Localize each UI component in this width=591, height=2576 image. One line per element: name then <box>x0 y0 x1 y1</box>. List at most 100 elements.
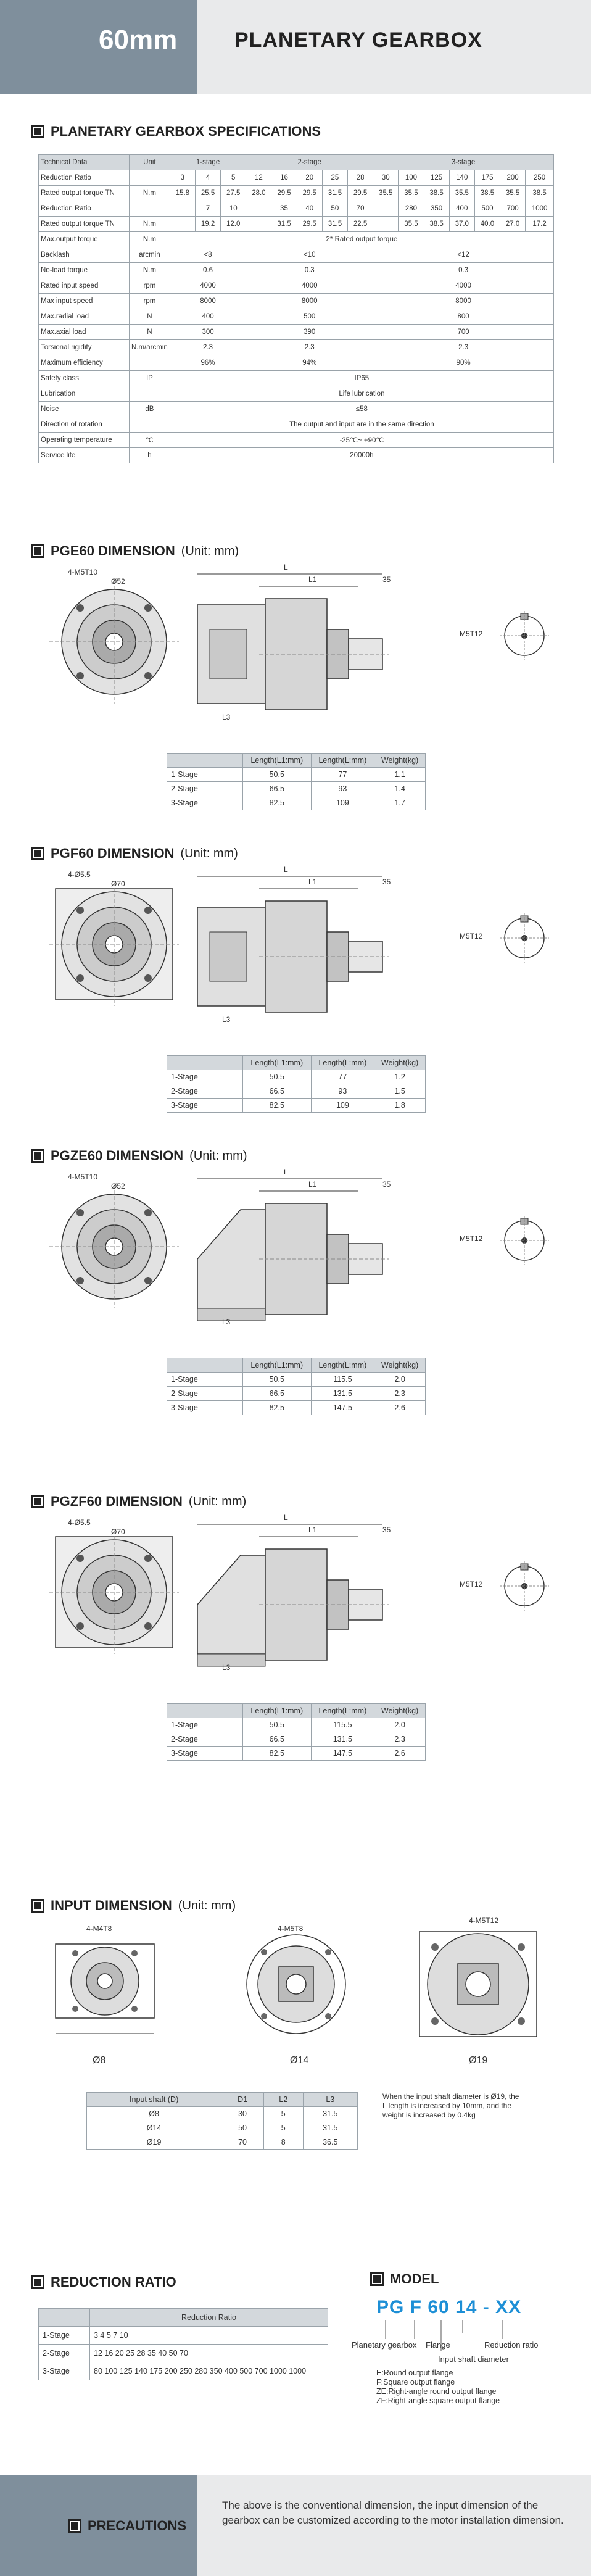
section-square-icon <box>31 1149 44 1163</box>
section-square-icon <box>31 1899 44 1913</box>
spec-section-title: PLANETARY GEARBOX SPECIFICATIONS <box>31 123 321 139</box>
footer-text-band <box>197 2475 591 2576</box>
model-label-shaft: Input shaft diameter <box>438 2354 509 2364</box>
model-option: ZE:Right-angle round output flange <box>376 2387 497 2396</box>
dimension-label: Ø52 <box>111 577 125 586</box>
footer-text: The above is the conventional dimension,… <box>222 2499 564 2526</box>
dimension-table-header: Length(L1:mm)Length(L:mm)Weight(kg) <box>167 1055 426 1070</box>
footer-band <box>0 2475 197 2576</box>
header-title-band <box>197 0 591 94</box>
spec-row: Operating temperature℃-25℃~ +90℃ <box>38 432 555 448</box>
dimension-table: Length(L1:mm)Length(L:mm)Weight(kg)1-Sta… <box>167 753 426 810</box>
model-code: PG F 60 14 - XX <box>376 2297 522 2317</box>
input-drawing-14 <box>228 1926 376 2049</box>
section-square-icon <box>31 1495 44 1508</box>
table-row: 3-Stage 80 100 125 140 175 200 250 280 3… <box>38 2362 328 2380</box>
reduction-section-title: REDUCTION RATIO <box>31 2274 176 2290</box>
dimension-label: 4-M5T10 <box>68 568 98 576</box>
dimension-label: 35 <box>382 1180 391 1189</box>
model-label-gearbox: Planetary gearbox <box>352 2340 417 2350</box>
header-title: PLANETARY GEARBOX <box>234 28 482 52</box>
spec-torque-row: Rated output torque TN N.m 15.8 25.5 27.… <box>38 185 554 201</box>
shaft-end-drawing <box>494 1549 555 1623</box>
input-table: Input shaft (D) D1 L2 L3 Ø8 30 5 31.5 Ø1… <box>86 2092 358 2150</box>
dimension-table-header: Length(L1:mm)Length(L:mm)Weight(kg) <box>167 753 426 768</box>
input-caption-8: Ø8 <box>93 2055 106 2066</box>
reduction-table: Reduction Ratio 1-Stage 3 4 5 7 10 2-Sta… <box>38 2308 328 2380</box>
dimension-label: M5T12 <box>460 1234 483 1243</box>
dimension-label: M5T12 <box>460 629 483 638</box>
model-block: MODEL PG F 60 14 - XX Planetary gearbox … <box>333 2271 568 2456</box>
dimension-label: L <box>284 1513 288 1522</box>
section-square-icon <box>31 125 44 138</box>
model-title: MODEL <box>370 2271 439 2287</box>
dimension-table-header: Length(L1:mm)Length(L:mm)Weight(kg) <box>167 1358 426 1373</box>
dimension-label: L1 <box>308 878 317 886</box>
model-label-flange: Flange <box>426 2340 450 2350</box>
dimension-table: Length(L1:mm)Length(L:mm)Weight(kg)1-Sta… <box>167 1055 426 1113</box>
shaft-end-drawing <box>494 1203 555 1278</box>
dimension-label: L3 <box>222 713 231 721</box>
dimension-label: 4-Ø5.5 <box>68 870 91 879</box>
header-band <box>0 0 197 94</box>
page-footer: PRECAUTIONS The above is the conventiona… <box>0 2475 591 2576</box>
dimension-label: L <box>284 865 288 874</box>
input-drawing-19 <box>407 1919 555 2049</box>
dimension-table: Length(L1:mm)Length(L:mm)Weight(kg)1-Sta… <box>167 1703 426 1761</box>
dimension-label: M5T12 <box>460 1580 483 1589</box>
dimension-title: PGE60 DIMENSION(Unit: mm) <box>31 543 239 559</box>
front-view-drawing <box>43 870 191 1012</box>
table-row: Ø19 70 8 36.5 <box>86 2135 358 2150</box>
dimension-label: 35 <box>382 1526 391 1534</box>
dimension-label: L <box>284 1168 288 1176</box>
model-option: E:Round output flange <box>376 2369 453 2377</box>
side-view-drawing <box>185 1512 407 1672</box>
dimension-label: L3 <box>222 1015 231 1024</box>
model-option: F:Square output flange <box>376 2378 455 2387</box>
dimension-label: L1 <box>308 1180 317 1189</box>
dimension-label: M5T12 <box>460 932 483 941</box>
input-label-b: 4-M5T8 <box>278 1924 304 1933</box>
front-view-drawing <box>43 1173 191 1315</box>
dimension-table-header: Length(L1:mm)Length(L:mm)Weight(kg) <box>167 1703 426 1718</box>
dimension-title: PGZE60 DIMENSION(Unit: mm) <box>31 1148 247 1164</box>
input-caption-14: Ø14 <box>290 2055 309 2066</box>
input-label-a: 4-M4T8 <box>86 1924 112 1933</box>
dimension-label: 4-M5T10 <box>68 1173 98 1181</box>
page-header: 60mm PLANETARY GEARBOX <box>0 0 591 94</box>
input-label-c: 4-M5T12 <box>469 1916 499 1925</box>
input-drawing-8 <box>37 1926 185 2049</box>
input-section-title: INPUT DIMENSION (Unit: mm) <box>31 1898 236 1914</box>
input-note: When the input shaft diameter is Ø19, th… <box>382 2092 519 2119</box>
spec-header-row: Technical Data Unit 1-stage 2-stage 3-st… <box>38 154 554 170</box>
model-option: ZF:Right-angle square output flange <box>376 2396 500 2405</box>
model-label-ratio: Reduction ratio <box>484 2340 539 2350</box>
dimension-label: 35 <box>382 878 391 886</box>
dimension-label: L1 <box>308 575 317 584</box>
dimension-label: L3 <box>222 1318 231 1326</box>
model-leader-lines <box>385 2320 503 2351</box>
table-row: Ø14 50 5 31.5 <box>86 2121 358 2135</box>
dimension-label: 35 <box>382 575 391 584</box>
section-square-icon <box>31 847 44 860</box>
